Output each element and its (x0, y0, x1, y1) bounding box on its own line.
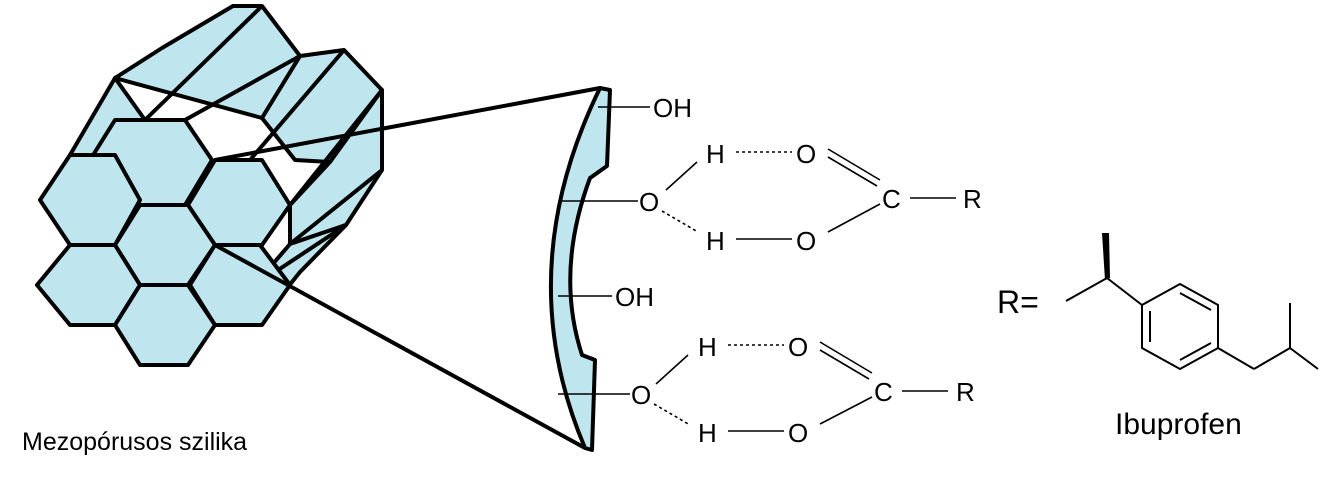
hydrogen-bond (661, 210, 699, 233)
rod-edge (288, 168, 384, 246)
bond-line (1253, 347, 1291, 370)
bond-line (655, 354, 689, 385)
bond-line (1106, 277, 1143, 306)
hydroxyl-label-top: OH (653, 93, 692, 123)
aromatic-bond (1179, 342, 1212, 361)
rod-edge (288, 88, 384, 207)
hydrogen-label: H (706, 226, 725, 256)
benzene-ring (1141, 282, 1219, 371)
hydroxyl-label-mid: OH (615, 282, 654, 312)
oxygen-label: O (788, 418, 808, 448)
r-equals-label: R= (997, 284, 1039, 320)
bond-line (827, 203, 881, 233)
mesoporous-silica-bundle (35, 4, 384, 367)
r-group-label: R (963, 184, 982, 214)
double-bond (827, 148, 881, 181)
carboxyl-group-upper: H H O O C R (661, 139, 982, 256)
oxygen-label: O (796, 226, 816, 256)
ibuprofen-caption: Ibuprofen (1115, 408, 1242, 441)
rod-edge (248, 48, 346, 162)
double-bond (819, 341, 873, 374)
zoom-line-bottom (214, 243, 586, 450)
hydrogen-bond (653, 403, 691, 426)
oxygen-label: O (631, 380, 651, 410)
silica-caption: Mezopórusos szilika (22, 428, 247, 456)
oxygen-label: O (796, 139, 816, 169)
hydrogen-label: H (706, 139, 725, 169)
rod-edge (184, 54, 301, 122)
silanol-groups: OH O OH O (558, 93, 692, 410)
oxygen-label: O (639, 187, 659, 217)
zoom-line-top (214, 86, 601, 162)
oxygen-label: O (788, 332, 808, 362)
carbon-label: C (874, 377, 893, 407)
double-bond (819, 349, 870, 380)
hydrogen-label: H (698, 418, 717, 448)
hydrogen-label: H (698, 332, 717, 362)
bond-line (1289, 347, 1319, 370)
bond-line (819, 396, 873, 425)
ibuprofen-structure: R= (997, 233, 1319, 371)
hexagon-face (113, 283, 217, 367)
aromatic-bond (1179, 292, 1212, 311)
r-group-label: R (956, 377, 975, 407)
bond-line (1217, 347, 1255, 370)
carbon-label: C (882, 184, 901, 214)
bond-line (665, 161, 698, 191)
rod-edge (143, 4, 264, 122)
zoom-lines (214, 86, 601, 450)
double-bond (827, 156, 878, 187)
wedge-bond-icon (1102, 233, 1110, 280)
carboxyl-group-lower: H H O O C R (653, 332, 975, 448)
bond-line (1065, 277, 1108, 302)
pore-wall-section (548, 86, 612, 452)
